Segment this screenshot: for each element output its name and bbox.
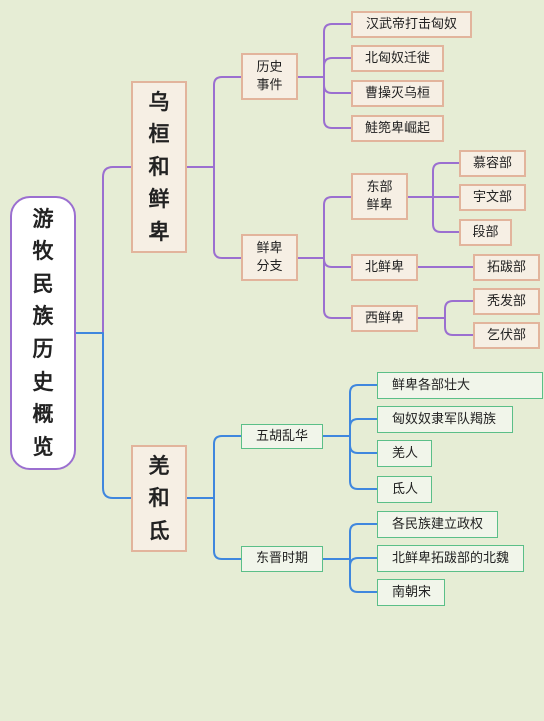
node-east-xianbei[interactable]: 东部 鲜卑 [351, 173, 408, 220]
leaf-qiang[interactable]: 羌人 [377, 440, 432, 467]
leaf-xianbei-grow[interactable]: 鲜卑各部壮大 [377, 372, 543, 399]
connector-branch2 [186, 435, 242, 560]
node-eastern-jin[interactable]: 东晋时期 [241, 546, 323, 572]
connector-west [417, 300, 474, 336]
connector-root-branch1 [75, 166, 132, 334]
leaf-tuoba[interactable]: 拓跋部 [473, 254, 540, 281]
node-xianbei-branches[interactable]: 鲜卑 分支 [241, 234, 298, 281]
connector-east [407, 162, 460, 233]
leaf-han-wudi[interactable]: 汉武帝打击匈奴 [351, 11, 472, 38]
leaf-jie[interactable]: 匈奴奴隶军队羯族 [377, 406, 513, 433]
node-history-events[interactable]: 历史 事件 [241, 53, 298, 100]
leaf-regimes[interactable]: 各民族建立政权 [377, 511, 498, 538]
leaf-north-xiongnu[interactable]: 北匈奴迁徙 [351, 45, 444, 72]
leaf-caocao[interactable]: 曹操灭乌桓 [351, 80, 444, 107]
leaf-xianbei-rise[interactable]: 鮭篼卑崛起 [351, 115, 444, 142]
leaf-murong[interactable]: 慕容部 [459, 150, 526, 177]
leaf-southern-song[interactable]: 南朝宋 [377, 579, 445, 606]
leaf-northern-wei[interactable]: 北鲜卑拓跋部的北魏 [377, 545, 524, 572]
branch-qiang-di[interactable]: 羌 和 氐 [131, 445, 187, 552]
leaf-yuwen[interactable]: 宇文部 [459, 184, 526, 211]
branch-wuhuan-xianbei[interactable]: 乌 桓 和 鲜 卑 [131, 81, 187, 253]
root-node[interactable]: 游 牧 民 族 历 史 概 览 [10, 196, 76, 470]
leaf-tufa[interactable]: 秃发部 [473, 288, 540, 315]
node-north-xianbei[interactable]: 北鲜卑 [351, 254, 418, 281]
connector-branch1 [186, 76, 242, 259]
connector-jin [322, 523, 378, 593]
node-west-xianbei[interactable]: 西鲜卑 [351, 305, 418, 332]
connector-xianbei [297, 196, 352, 319]
connector-history [297, 23, 352, 129]
leaf-qifu[interactable]: 乞伏部 [473, 322, 540, 349]
node-five-barbarians[interactable]: 五胡乱华 [241, 424, 323, 449]
leaf-di[interactable]: 氐人 [377, 476, 432, 503]
connector-five [322, 384, 378, 490]
connector-root-branch2 [75, 332, 132, 499]
leaf-duan[interactable]: 段部 [459, 219, 512, 246]
